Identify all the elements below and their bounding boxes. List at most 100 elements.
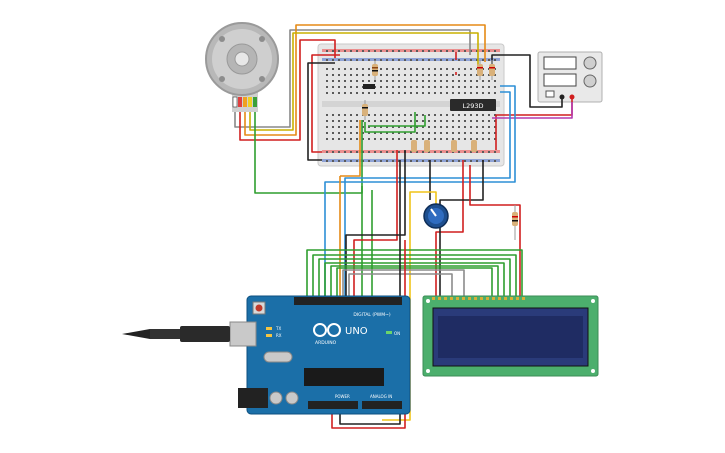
breadboard-hole (416, 160, 418, 162)
breadboard-hole (488, 138, 490, 140)
motor-driver-chip[interactable]: L293D (450, 99, 496, 111)
breadboard-hole (470, 151, 472, 153)
breadboard-hole (326, 59, 328, 61)
breadboard[interactable] (317, 43, 505, 167)
breadboard-hole (446, 126, 448, 128)
breadboard-hole (482, 151, 484, 153)
breadboard-hole (452, 114, 454, 116)
transistor[interactable] (363, 84, 375, 89)
breadboard-hole (356, 126, 358, 128)
resistor-bottom-row[interactable] (411, 140, 477, 152)
breadboard-hole (398, 59, 400, 61)
breadboard-hole (398, 80, 400, 82)
breadboard-hole (386, 132, 388, 134)
breadboard-hole (452, 74, 454, 76)
breadboard-hole (452, 50, 454, 52)
breadboard-hole (494, 50, 496, 52)
breadboard-hole (404, 80, 406, 82)
breadboard-hole (404, 92, 406, 94)
breadboard-hole (392, 86, 394, 88)
arduino-board[interactable]: UNO ARDUINO DIGITAL (PWM~) POWER ANALOG … (122, 295, 411, 415)
breadboard-hole (374, 138, 376, 140)
lcd-pin (522, 297, 525, 300)
lcd-display[interactable] (422, 295, 599, 377)
breadboard-hole (494, 126, 496, 128)
breadboard-hole (416, 74, 418, 76)
breadboard-hole (416, 151, 418, 153)
breadboard-hole (386, 59, 388, 61)
breadboard-hole (422, 151, 424, 153)
stepper-motor[interactable] (205, 22, 279, 112)
breadboard-hole (488, 132, 490, 134)
breadboard-hole (470, 160, 472, 162)
breadboard-hole (380, 151, 382, 153)
breadboard-hole (326, 132, 328, 134)
breadboard-hole (374, 50, 376, 52)
breadboard-hole (392, 151, 394, 153)
breadboard-hole (362, 68, 364, 70)
breadboard-hole (332, 50, 334, 52)
breadboard-hole (410, 74, 412, 76)
breadboard-hole (422, 68, 424, 70)
breadboard-hole (380, 138, 382, 140)
breadboard-hole (452, 80, 454, 82)
breadboard-hole (344, 160, 346, 162)
breadboard-hole (464, 160, 466, 162)
breadboard-hole (488, 74, 490, 76)
wire-d-green-6 (336, 267, 493, 296)
breadboard-hole (344, 74, 346, 76)
breadboard-hole (416, 132, 418, 134)
wire-bb-blue-1 (324, 85, 516, 296)
lcd-pin (510, 297, 513, 300)
potentiometer[interactable] (423, 203, 449, 229)
digital-header-label: DIGITAL (PWM~) (353, 312, 391, 318)
breadboard-hole (344, 59, 346, 61)
lcd-pin (462, 297, 465, 300)
resistor-lcd[interactable] (512, 205, 518, 240)
breadboard-hole (470, 132, 472, 134)
breadboard-hole (476, 59, 478, 61)
resistor-top-right-2[interactable] (489, 60, 495, 80)
wire-gnd-black (339, 160, 401, 425)
resistor-top-right[interactable] (477, 60, 483, 80)
breadboard-hole (416, 86, 418, 88)
breadboard-hole (434, 132, 436, 134)
breadboard-hole (440, 74, 442, 76)
breadboard-hole (458, 68, 460, 70)
breadboard-hole (380, 86, 382, 88)
resistor-left[interactable] (362, 100, 368, 120)
breadboard-hole (344, 132, 346, 134)
resistor-top[interactable] (372, 60, 378, 80)
breadboard-hole (428, 138, 430, 140)
breadboard-hole (392, 138, 394, 140)
breadboard-hole (416, 50, 418, 52)
breadboard-hole (446, 151, 448, 153)
breadboard-hole (494, 80, 496, 82)
wire-pot-red (435, 160, 464, 296)
breadboard-hole (464, 92, 466, 94)
breadboard-hole (338, 80, 340, 82)
breadboard-hole (452, 68, 454, 70)
breadboard-hole (338, 59, 340, 61)
breadboard-hole (368, 126, 370, 128)
power-supply[interactable] (537, 51, 603, 103)
breadboard-hole (326, 114, 328, 116)
breadboard-hole (398, 160, 400, 162)
breadboard-hole (434, 50, 436, 52)
wire-bb-green-2 (368, 115, 426, 127)
breadboard-hole (416, 126, 418, 128)
breadboard-hole (446, 120, 448, 122)
breadboard-hole (380, 50, 382, 52)
breadboard-hole (380, 80, 382, 82)
breadboard-hole (338, 68, 340, 70)
breadboard-hole (356, 138, 358, 140)
breadboard-hole (434, 59, 436, 61)
breadboard-hole (392, 114, 394, 116)
breadboard-hole (476, 120, 478, 122)
breadboard-hole (428, 68, 430, 70)
breadboard-hole (410, 138, 412, 140)
breadboard-hole (452, 138, 454, 140)
breadboard-hole (464, 59, 466, 61)
breadboard-hole (338, 114, 340, 116)
breadboard-hole (362, 132, 364, 134)
